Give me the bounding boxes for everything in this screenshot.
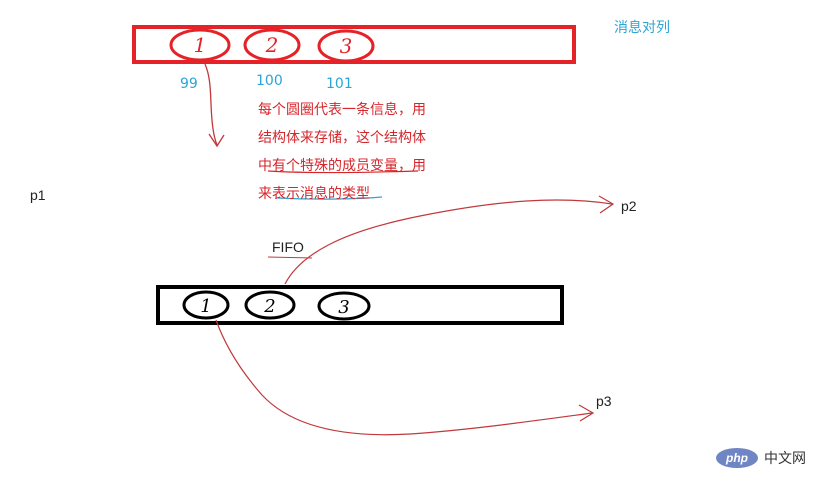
arrow-to-p3 bbox=[215, 319, 593, 436]
bottom-queue-item-3-digit: 3 bbox=[338, 297, 349, 318]
watermark-logo: php bbox=[716, 448, 758, 468]
process-p3-label: p3 bbox=[596, 393, 612, 409]
arrow-to-p2-head bbox=[598, 195, 615, 214]
note-line-3: 中有个特殊的成员变量，用 bbox=[258, 158, 426, 174]
top-queue-item-1-circle bbox=[169, 28, 231, 62]
top-queue-item-1-digit: 1 bbox=[194, 33, 207, 57]
arrow-to-p3-head bbox=[578, 404, 595, 422]
bottom-queue-item-2-circle bbox=[244, 290, 296, 320]
arrow-to-p2 bbox=[284, 199, 613, 285]
note-underline-red bbox=[267, 170, 419, 174]
type-arrow-head bbox=[208, 133, 225, 148]
type-label-99: 99 bbox=[180, 76, 198, 92]
bottom-queue-item-1-circle bbox=[182, 290, 230, 320]
top-queue-item-3-circle bbox=[317, 29, 375, 63]
note-line-1: 每个圆圈代表一条信息，用 bbox=[258, 102, 426, 118]
watermark-text: 中文网 bbox=[764, 451, 806, 467]
top-queue-item-2-digit: 2 bbox=[265, 33, 279, 57]
type-label-100: 100 bbox=[256, 73, 283, 89]
type-arrow bbox=[204, 63, 218, 146]
top-queue-box bbox=[132, 25, 576, 64]
type-label-101: 101 bbox=[326, 76, 353, 92]
diagram-title: 消息对列 bbox=[614, 20, 670, 36]
process-p2-label: p2 bbox=[621, 198, 637, 214]
fifo-label: FIFO bbox=[272, 239, 304, 255]
watermark: php 中文网 bbox=[716, 448, 806, 468]
bottom-queue-box bbox=[156, 285, 564, 325]
note-line-2: 结构体来存储，这个结构体 bbox=[258, 130, 426, 146]
bottom-queue-item-1-digit: 1 bbox=[200, 296, 211, 317]
note-underline-blue bbox=[277, 196, 383, 200]
note-line-4: 来表示消息的类型 bbox=[258, 186, 370, 202]
process-p1-label: p1 bbox=[30, 187, 46, 203]
fifo-underline bbox=[267, 256, 313, 259]
note-text: 每个圆圈代表一条信息，用 结构体来存储，这个结构体 中有个特殊的成员变量，用 来… bbox=[258, 96, 426, 208]
bottom-queue-item-2-digit: 2 bbox=[263, 296, 275, 317]
top-queue-item-3-digit: 3 bbox=[340, 34, 353, 58]
bottom-queue-item-3-circle bbox=[317, 291, 371, 321]
top-queue-item-2-circle bbox=[243, 28, 301, 62]
